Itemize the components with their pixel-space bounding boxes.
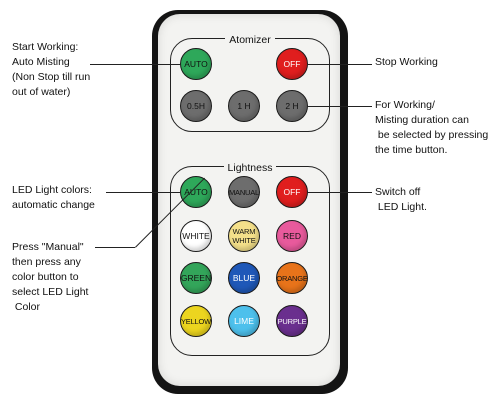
leader-duration: [308, 106, 372, 107]
color-warm-white-button[interactable]: WARM WHITE: [228, 220, 260, 252]
leader-stop-working: [308, 64, 372, 65]
color-blue-button[interactable]: BLUE: [228, 262, 260, 294]
atomizer-group: Atomizer: [170, 34, 330, 132]
leader-manual-horizontal: [95, 247, 135, 248]
color-yellow-button[interactable]: YELLOW: [180, 305, 212, 337]
lightness-off-button[interactable]: OFF: [276, 176, 308, 208]
atomizer-half-hour-button[interactable]: 0.5H: [180, 90, 212, 122]
atomizer-auto-button[interactable]: AUTO: [180, 48, 212, 80]
atomizer-title: Atomizer: [225, 34, 275, 46]
lightness-auto-button[interactable]: AUTO: [180, 176, 212, 208]
annotation-manual: Press "Manual" then press any color butt…: [12, 241, 89, 313]
atomizer-one-hour-button[interactable]: 1 H: [228, 90, 260, 122]
lightness-title: Lightness: [223, 162, 277, 174]
leader-led-auto: [106, 192, 180, 193]
color-white-button[interactable]: WHITE: [180, 220, 212, 252]
annotation-led-auto: LED Light colors: automatic change: [12, 184, 95, 211]
color-purple-button[interactable]: PURPLE: [276, 305, 308, 337]
annotation-stop-working: Stop Working: [375, 56, 438, 68]
lightness-group: Lightness: [170, 162, 330, 356]
annotation-duration: For Working/ Misting duration can be sel…: [375, 99, 489, 156]
atomizer-two-hour-button[interactable]: 2 H: [276, 90, 308, 122]
annotation-start-working: Start Working: Auto Misting (Non Stop ti…: [12, 41, 91, 98]
color-red-button[interactable]: RED: [276, 220, 308, 252]
leader-led-off: [308, 192, 372, 193]
color-green-button[interactable]: GREEN: [180, 262, 212, 294]
atomizer-off-button[interactable]: OFF: [276, 48, 308, 80]
color-lime-button[interactable]: LIME: [228, 305, 260, 337]
lightness-manual-button[interactable]: MANUAL: [228, 176, 260, 208]
annotation-led-off: Switch off LED Light.: [375, 186, 427, 213]
leader-start-working: [90, 64, 180, 65]
color-orange-button[interactable]: ORANGE: [276, 262, 308, 294]
